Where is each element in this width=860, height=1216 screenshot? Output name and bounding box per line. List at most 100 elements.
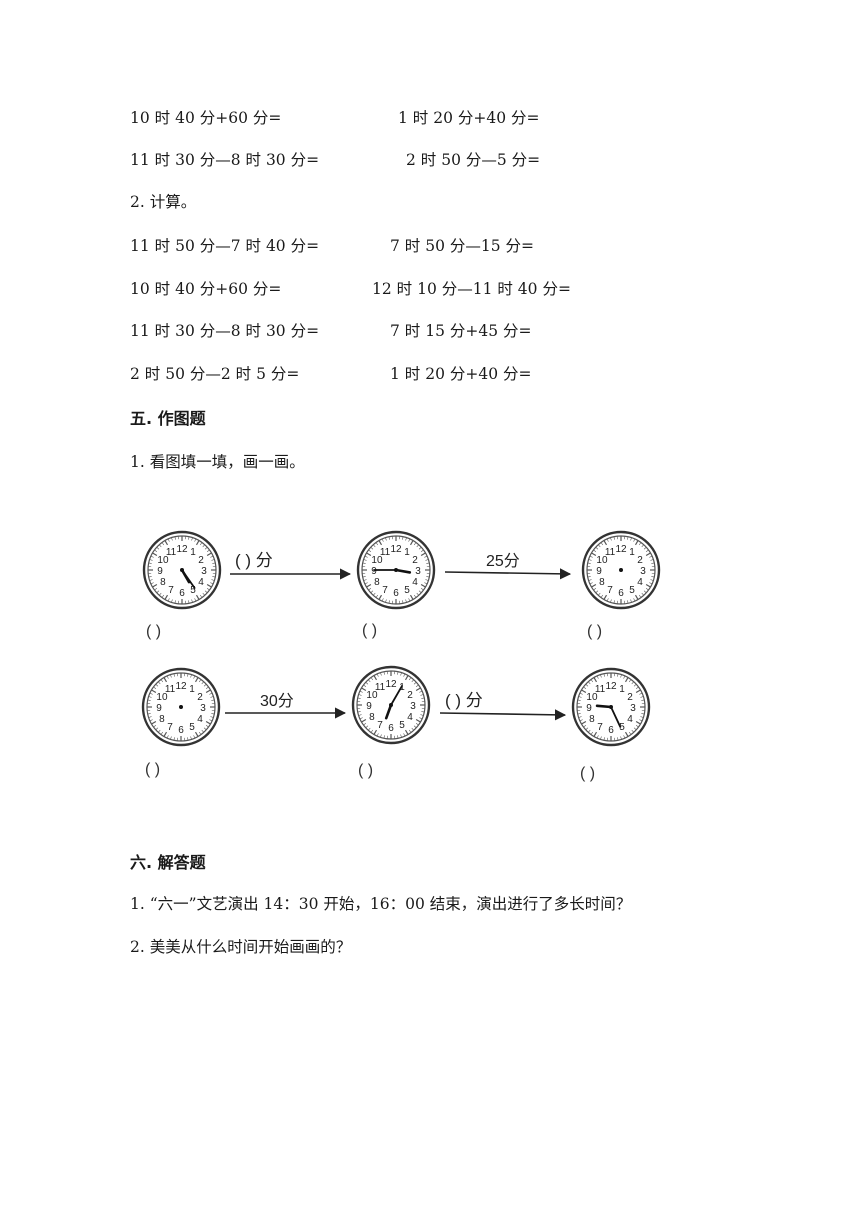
clock-number: 8 — [369, 712, 375, 723]
clock-number: 9 — [157, 566, 163, 577]
clock-number: 11 — [375, 682, 386, 693]
clock-number: 6 — [388, 723, 394, 734]
clock-number: 7 — [377, 720, 383, 731]
clock-number: 11 — [380, 547, 391, 558]
clock-number: 6 — [608, 725, 614, 736]
clock-number: 9 — [371, 566, 377, 577]
section-6-title: 六. 解答题 — [130, 853, 206, 872]
clock-number: 6 — [393, 588, 399, 599]
clock-number: 1 — [189, 684, 195, 695]
blank-row2-2: ( ) — [358, 762, 373, 779]
section-5-question-1: 1. 看图填一填，画一画。 — [130, 453, 305, 471]
clock-number: 2 — [412, 555, 418, 566]
clock-number: 7 — [167, 722, 173, 733]
clock-number: 12 — [605, 681, 617, 692]
arrow-row1-2 — [444, 568, 572, 580]
clock-number: 2 — [198, 555, 204, 566]
calc-2-left: 10 时 40 分+60 分= — [130, 280, 282, 298]
clock-number: 10 — [371, 555, 383, 566]
calc-4-left: 2 时 50 分—2 时 5 分= — [130, 365, 300, 383]
clock-number: 5 — [629, 585, 635, 596]
clock-number: 4 — [412, 577, 418, 588]
clock-number: 11 — [605, 547, 616, 558]
clock-number: 1 — [399, 682, 405, 693]
clock-number: 1 — [619, 684, 625, 695]
clock-number: 2 — [197, 692, 203, 703]
clock-number: 12 — [390, 544, 402, 555]
clock-number: 3 — [415, 566, 421, 577]
expr-intro-2-right: 2 时 50 分—5 分= — [406, 151, 541, 169]
clock-number: 3 — [201, 566, 207, 577]
clock-number: 1 — [629, 547, 635, 558]
clock-number: 3 — [630, 703, 636, 714]
clock-number: 1 — [190, 547, 196, 558]
calc-3-left: 11 时 30 分—8 时 30 分= — [130, 322, 320, 340]
arrow-row1-2-label: 25分 — [486, 552, 520, 570]
clock-number: 12 — [385, 679, 397, 690]
clock-number: 8 — [159, 714, 165, 725]
expr-intro-2-left: 11 时 30 分—8 时 30 分= — [130, 151, 320, 169]
clock-number: 1 — [404, 547, 410, 558]
clock-number: 9 — [366, 701, 372, 712]
arrow-row1-1-label: ( ) 分 — [235, 551, 273, 570]
clock-number: 2 — [627, 692, 633, 703]
clock-number: 7 — [597, 722, 603, 733]
clock-number: 7 — [382, 585, 388, 596]
calc-4-right: 1 时 20 分+40 分= — [390, 365, 532, 383]
clock-number: 5 — [619, 722, 625, 733]
clock-number: 8 — [589, 714, 595, 725]
clock-number: 11 — [165, 684, 176, 695]
clock-number: 5 — [189, 722, 195, 733]
clock-number: 5 — [404, 585, 410, 596]
clock-number: 3 — [640, 566, 646, 577]
clock-number: 7 — [607, 585, 613, 596]
calc-1-right: 7 时 50 分—15 分= — [390, 237, 535, 255]
clock-number: 11 — [166, 547, 177, 558]
clock-number: 10 — [586, 692, 598, 703]
expr-intro-1-left: 10 时 40 分+60 分= — [130, 109, 282, 127]
clock-number: 4 — [637, 577, 643, 588]
clock-number: 10 — [366, 690, 378, 701]
arrow-row2-1-label: 30分 — [260, 692, 294, 710]
clock-number: 9 — [586, 703, 592, 714]
clock-number: 5 — [190, 585, 196, 596]
blank-row1-1: ( ) — [146, 623, 161, 640]
clock-number: 9 — [156, 703, 162, 714]
clock-number: 4 — [407, 712, 413, 723]
blank-row1-3: ( ) — [587, 623, 602, 640]
clock-number: 10 — [157, 555, 169, 566]
blank-row2-3: ( ) — [580, 765, 595, 782]
clock-number: 12 — [175, 681, 187, 692]
clock-number: 10 — [156, 692, 168, 703]
blank-row1-2: ( ) — [362, 622, 377, 639]
clock-number: 12 — [615, 544, 627, 555]
expr-intro-1-right: 1 时 20 分+40 分= — [398, 109, 540, 127]
clock-number: 6 — [178, 725, 184, 736]
clock-number: 2 — [637, 555, 643, 566]
calc-1-left: 11 时 50 分—7 时 40 分= — [130, 237, 320, 255]
clock-number: 10 — [596, 555, 608, 566]
clock-number: 9 — [596, 566, 602, 577]
arrow-row2-2 — [439, 709, 567, 721]
clock-number: 5 — [399, 720, 405, 731]
clock-number: 8 — [374, 577, 380, 588]
blank-row2-1: ( ) — [145, 761, 160, 778]
clock-number: 8 — [599, 577, 605, 588]
clock-number: 4 — [627, 714, 633, 725]
clock-number: 8 — [160, 577, 166, 588]
section-6-question-2: 2. 美美从什么时间开始画画的？ — [130, 938, 352, 956]
section-5-title: 五. 作图题 — [130, 409, 206, 428]
arrow-row2-2-label: ( ) 分 — [445, 691, 483, 710]
clock-number: 2 — [407, 690, 413, 701]
section-6-question-1: 1. “六一”文艺演出 14：30 开始，16：00 结束，演出进行了多长时间？ — [130, 895, 632, 913]
clock-number: 4 — [197, 714, 203, 725]
clock-number: 3 — [200, 703, 206, 714]
clock-number: 6 — [618, 588, 624, 599]
clock-number: 6 — [179, 588, 185, 599]
